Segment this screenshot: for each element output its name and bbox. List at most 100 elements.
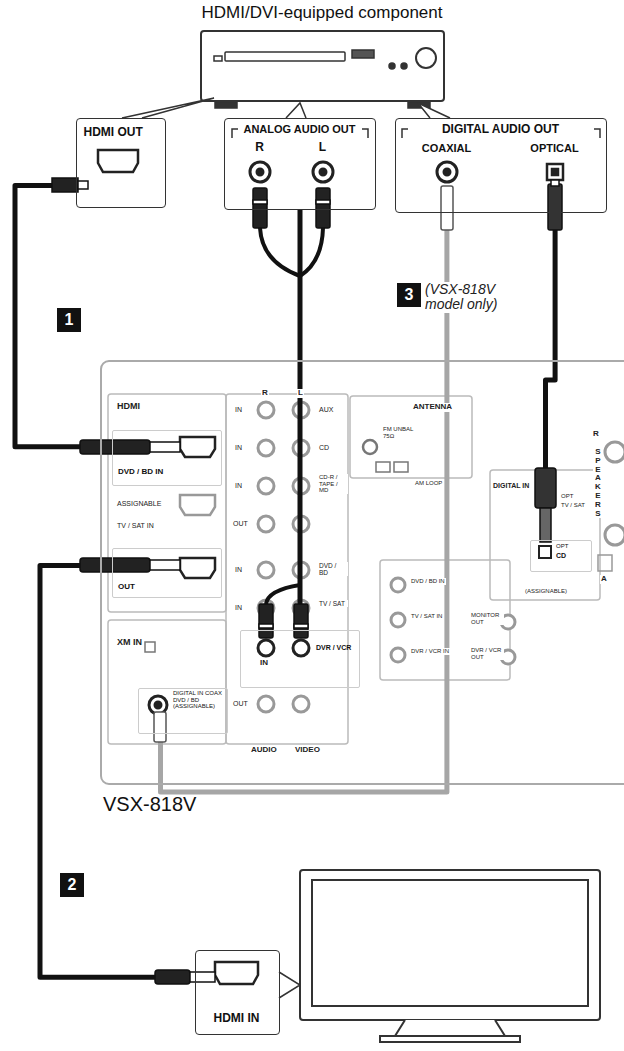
panel-label: VIDEO [294,746,321,755]
hdmi-plug [80,440,150,454]
panel-jack [258,478,274,494]
panel-label: CD-R / TAPE / MD [318,474,348,494]
panel-label: DIGITAL IN [492,482,530,490]
coaxial-cable [161,213,447,792]
television [380,1036,520,1042]
rca-plug [441,186,453,230]
jack-label: CD [556,552,566,560]
panel-label: IN [234,406,243,414]
panel-label: MONITOR OUT [470,612,504,625]
panel-jack [258,402,274,418]
panel-label: (ASSIGNABLE) [524,588,568,595]
panel-label: L [297,389,304,398]
device-title: HDMI/DVI-equipped component [202,4,443,23]
component-device: HDMI/DVI-equipped component [200,30,445,102]
panel-jack [258,696,274,712]
jack-area: DIGITAL IN COAX DVD / BD (ASSIGNABLE) [138,688,228,734]
receiver-panel [376,462,390,472]
port-name: DIGITAL AUDIO OUT [442,123,559,136]
jack-label: OUT [118,583,135,592]
receiver-panel [363,440,377,454]
callout-number: 1 [57,308,81,332]
panel-jack [258,402,515,712]
panel-label: DVD / BD [318,562,348,576]
hdmi-plug [150,560,180,570]
jack-area: DVR / VCR [240,630,360,688]
panel-label: ASSIGNABLE [116,500,162,508]
panel-label: CD [318,444,330,452]
header-bracket [362,129,368,138]
callout-number: 3 [397,283,421,307]
optical-plug [551,180,559,186]
panel-label: HDMI [116,402,141,412]
panel-label: XM IN [116,638,143,648]
jack-area: DVD / BD IN [112,430,222,486]
rca-plug [266,585,300,604]
rca-plug [294,604,308,638]
panel-label: IN [234,444,243,452]
rca-jack [155,702,161,708]
rca-jack [313,162,333,182]
rca-plug [253,188,267,228]
rca-jack [437,162,457,182]
rca-plug [316,188,330,228]
hdmi-plug [80,558,150,572]
panel-label: AUDIO [250,746,278,755]
callout-box: HDMI IN [195,950,280,1035]
panel-label: OUT [232,520,249,528]
hdmi-port [180,495,215,515]
callout-box: DIGITAL AUDIO OUTCOAXIALOPTICAL [395,118,607,213]
panel-label: IN [259,659,269,668]
panel-label: TV / SAT [318,600,348,607]
callout-tail [279,972,300,998]
component-device [214,48,436,108]
port-name: ANALOG AUDIO OUT [243,123,355,135]
rca-plug [259,624,273,628]
jack-label: DIGITAL IN COAX DVD / BD (ASSIGNABLE) [173,690,225,710]
hdmi-plug [190,972,215,982]
header-bracket [594,129,600,138]
rca-plug [253,200,267,204]
panel-label: OUT [232,700,249,708]
panel-label: IN [234,604,243,612]
receiver-panel [226,394,348,744]
panel-label: OPT [560,493,574,500]
optical-plug [548,184,562,230]
hdmi-cable [15,186,112,447]
panel-label: FM UNBAL 75Ω [382,426,424,439]
panel-jack [258,440,274,456]
receiver-panel [598,555,612,571]
callout-box: HDMI OUT [76,118,166,208]
hdmi-plug [78,181,88,189]
component-device [416,48,436,68]
panel-jack [391,613,405,627]
model-note: (VSX-818V model only) [424,282,518,313]
optical-plug [535,468,556,508]
jack-area: OUT [112,548,222,598]
port-name: HDMI IN [214,1012,260,1025]
panel-label: DVR / VCR IN [410,648,450,655]
hdmi-port [215,962,258,984]
model-name: VSX-818V [103,793,196,815]
callout-number: 2 [60,873,84,897]
panel-label: SPEAKERS [593,448,603,518]
rca-plug [294,624,308,628]
hdmi-port [180,437,215,457]
panel-jack [293,640,309,656]
jack-label: DVR / VCR [316,644,356,652]
optical-port [539,546,551,558]
panel-jack [391,578,405,592]
callout-tail [286,103,306,118]
component-device [225,52,345,61]
rca-jack [250,162,270,182]
channel-label: L [319,141,326,154]
optical-port [547,164,563,180]
rca-plug [154,712,166,742]
callout-box: ANALOG AUDIO OUTRL [224,118,376,210]
component-device [215,102,237,108]
hdmi-cable [40,566,195,978]
rca-plug [316,200,330,204]
panel-label: AUX [318,406,334,414]
port-name: OPTICAL [530,142,578,154]
